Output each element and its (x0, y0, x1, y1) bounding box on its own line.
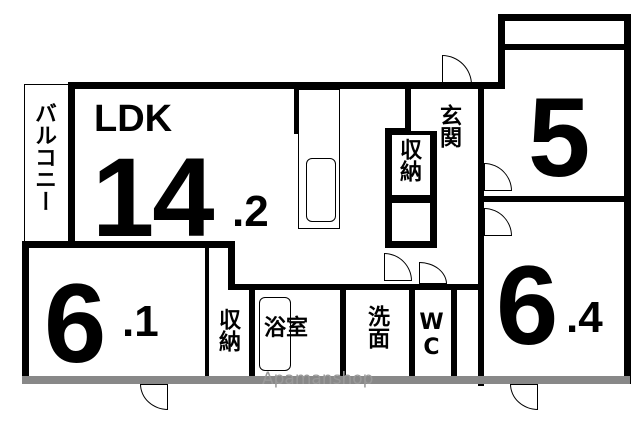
door-wc[interactable] (419, 262, 447, 284)
door-61-exit[interactable] (140, 384, 168, 410)
watermark: Apamanshop (262, 369, 374, 389)
wall-wc-right (451, 288, 457, 383)
wall-entrance-right (478, 86, 484, 386)
ldk-size-int: 14 (92, 135, 215, 260)
front-door[interactable] (442, 55, 472, 85)
entrance-storage-label: 収納 (396, 138, 421, 182)
wall-step-horizontal (228, 284, 482, 290)
room-64-size-int: 6 (496, 243, 558, 368)
wall-ne-left (498, 14, 505, 89)
wall-bottom (22, 376, 630, 384)
wall-61-left (22, 241, 29, 383)
wall-bath-left (249, 288, 255, 383)
wall-kitchen-divider (294, 86, 300, 134)
entrance-storage-inner (391, 134, 431, 196)
entrance-floor (411, 89, 478, 131)
shoe-cabinet (391, 202, 431, 242)
ldk-type-label: LDK (94, 98, 173, 140)
wall-entrance-left (405, 86, 411, 130)
wall-ne-top (498, 14, 630, 21)
washroom-label: 洗面 (364, 305, 389, 349)
bathroom-label: 浴室 (264, 316, 309, 341)
room-61-size-dec: .1 (122, 297, 159, 346)
wall-ne-closet (498, 44, 630, 50)
wall-wash-right (409, 288, 415, 383)
entrance-label: 玄関 (436, 104, 461, 148)
wall-top-main (68, 82, 504, 89)
balcony-label: バルコニー (31, 102, 56, 212)
wall-left-ldk (68, 82, 75, 242)
balcony-area (24, 84, 70, 242)
bathtub-icon (259, 297, 291, 371)
kitchen-sink-icon (306, 158, 336, 222)
door-64-exit[interactable] (510, 384, 538, 410)
storage-west-label: 収納 (215, 308, 240, 352)
wall-bath-right (340, 288, 346, 383)
wall-storage-61 (205, 248, 209, 383)
door-5[interactable] (484, 163, 512, 191)
wall-step-vertical (228, 241, 235, 287)
room-61-size-int: 6 (44, 261, 106, 386)
door-64[interactable] (484, 208, 512, 236)
ldk-size-dec: .2 (232, 187, 269, 236)
room-64-size-dec: .4 (566, 293, 603, 342)
wall-5-bottom (480, 196, 630, 202)
door-wash[interactable] (384, 253, 412, 281)
room-5-size-int: 5 (528, 75, 590, 200)
wall-61-top (22, 241, 234, 248)
wc-label: WC (419, 310, 444, 360)
